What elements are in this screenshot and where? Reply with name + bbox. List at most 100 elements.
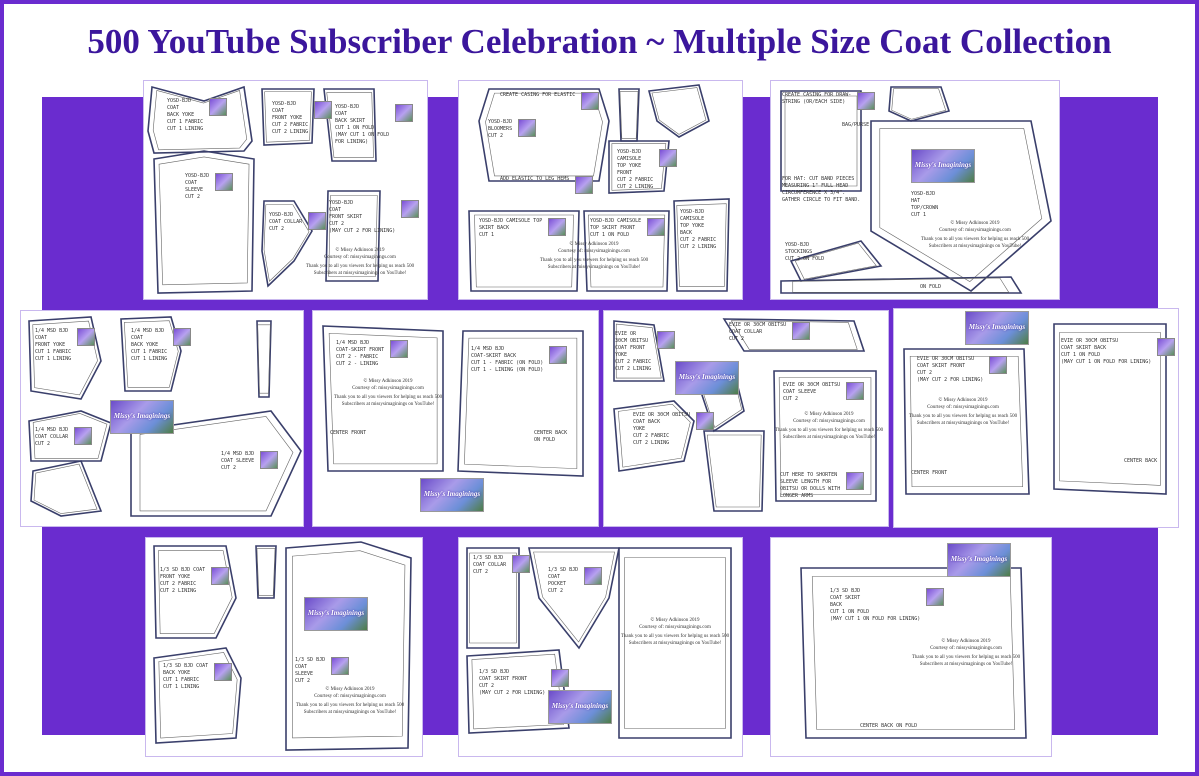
page-title: 500 YouTube Subscriber Celebration ~ Mul…: [87, 22, 1112, 61]
seam-line: [615, 323, 662, 379]
logo-thumbnail: [1157, 338, 1175, 356]
seam-line: [123, 320, 179, 388]
logo-thumbnail: [647, 218, 665, 236]
logo-text: Missy's Imaginings: [914, 161, 972, 169]
logo-thumbnail: [659, 149, 677, 167]
seam-line: [891, 88, 947, 120]
seam-line: [624, 557, 726, 729]
copyright-line1: © Missy Adkinson 2019: [569, 242, 619, 247]
logo-thumbnail: [575, 176, 593, 194]
seam-line: [879, 128, 1043, 282]
pattern-piece-outline: [780, 90, 862, 192]
logo-thumbnail: [518, 119, 536, 137]
pattern-piece-outline: [773, 370, 877, 502]
pattern-piece-outline: [153, 545, 237, 639]
copyright-line1: © Missy Adkinson 2019: [325, 687, 375, 692]
copyright-line2: Courtesy of: missysimaginings.com: [939, 227, 1011, 233]
copyright-line1: © Missy Adkinson 2019: [941, 639, 991, 644]
copyright-line2: Courtesy of: missysimaginings.com: [324, 254, 396, 260]
pattern-sheet-evie-30cm-coat-skirts: EVIE OR 30CM OBITSU COAT SKIRT FRONT CUT…: [893, 308, 1179, 528]
copyright-line3: Thank you to all you viewers for helping…: [620, 634, 730, 646]
pattern-pieces: [147, 85, 381, 294]
logo-thumbnail: [548, 218, 566, 236]
logo-thumbnail: [209, 98, 227, 116]
seam-line: [158, 652, 238, 739]
copyright-line2: Courtesy of: missysimaginings.com: [314, 693, 386, 699]
piece-label: EVIE OR 30CM OBITSU COAT SKIRT FRONT CUT…: [917, 356, 984, 383]
seam-line: [256, 548, 276, 596]
piece-label: YOSD-BJD HAT TOP/CROWN CUT 1: [911, 191, 939, 218]
seam-line: [587, 214, 666, 288]
seam-line: [676, 203, 727, 287]
pattern-piece-outline: [608, 140, 670, 194]
seam-line: [619, 91, 639, 139]
seam-line: [464, 337, 578, 469]
pattern-pieces: [322, 325, 584, 477]
pattern-piece-outline: [903, 348, 1030, 495]
pattern-piece-outline: [780, 276, 1023, 294]
seam-line: [471, 653, 565, 730]
seam-line: [263, 204, 310, 282]
seam-line: [158, 156, 250, 286]
piece-label: CENTER BACK: [1124, 458, 1158, 464]
seam-line: [730, 320, 858, 350]
pattern-piece-outline: [120, 316, 182, 392]
pattern-piece-outline: [888, 86, 951, 122]
missys-imaginings-logo: Missy's Imaginings: [965, 311, 1029, 345]
piece-label: ON FOLD: [920, 284, 942, 290]
missys-imaginings-logo: Missy's Imaginings: [420, 478, 484, 512]
pattern-piece-outline: [613, 320, 665, 382]
pattern-piece-outline: [647, 84, 710, 138]
piece-label: 1/3 SD BJD COAT FRONT YOKE CUT 2 FABRIC …: [160, 567, 206, 594]
piece-label: FOR HAT: CUT BAND PIECES MEASURING 1" FU…: [782, 176, 861, 203]
pattern-piece-outline: [325, 190, 381, 282]
piece-label: CREATE CASING FOR ELASTIC: [500, 92, 576, 98]
copyright-line3: Thank you to all you viewers for helping…: [295, 703, 405, 715]
copyright-line2: Courtesy of: missysimaginings.com: [558, 248, 630, 254]
piece-label: 1/3 SD BJD COAT BACK YOKE CUT 1 FABRIC C…: [163, 663, 209, 690]
copyright-line2: Courtesy of: missysimaginings.com: [793, 418, 865, 424]
seam-line: [328, 195, 378, 277]
piece-label: EVIE OR 30CM OBITSU COAT FRONT YOKE CUT …: [615, 331, 652, 372]
seam-line: [909, 355, 1023, 488]
pattern-sheet-yosd-bjd-hat-bag: CREATE CASING FOR DRAW- STRING (OR/EACH …: [770, 80, 1060, 300]
seam-line: [326, 92, 374, 158]
missys-imaginings-logo: Missy's Imaginings: [947, 543, 1011, 577]
piece-label: 1/3 SD BJD COAT COLLAR CUT 2: [473, 555, 507, 575]
logo-thumbnail: [792, 322, 810, 340]
piece-label: 1/4 MSD BJD COAT BACK YOKE CUT 1 FABRIC …: [131, 328, 168, 362]
pattern-piece-outline: [528, 547, 620, 650]
seam-line: [794, 242, 877, 280]
piece-label: 1/4 MSD BJD COAT COLLAR CUT 2: [35, 427, 69, 447]
copyright-line3: Thank you to all you viewers for helping…: [539, 258, 649, 270]
logo-thumbnail: [581, 92, 599, 110]
pattern-pieces: [780, 86, 1052, 294]
logo-text: Missy's Imaginings: [950, 555, 1008, 563]
logo-thumbnail: [308, 212, 326, 230]
logo-thumbnail: [314, 101, 332, 119]
logo-thumbnail: [401, 200, 419, 218]
copyright-line3: Thank you to all you viewers for helping…: [908, 414, 1018, 426]
seam-line: [784, 95, 858, 187]
copyright-line1: © Missy Adkinson 2019: [950, 221, 1000, 226]
pattern-sheet-sd-bjd-coat-skirt-back: 1/3 SD BJD COAT SKIRT BACK CUT 1 ON FOLD…: [770, 537, 1052, 757]
copyright-line2: Courtesy of: missysimaginings.com: [639, 624, 711, 630]
logo-text: Missy's Imaginings: [551, 702, 609, 710]
logo-thumbnail: [857, 92, 875, 110]
seam-line: [617, 403, 691, 468]
seam-line: [1059, 332, 1161, 486]
seam-line: [533, 551, 615, 643]
copyright-line1: © Missy Adkinson 2019: [804, 412, 854, 417]
pattern-pieces: [613, 318, 877, 512]
pattern-piece-outline: [285, 541, 412, 751]
copyright-line2: Courtesy of: missysimaginings.com: [927, 404, 999, 410]
logo-thumbnail: [846, 382, 864, 400]
pattern-piece-outline: [466, 649, 570, 734]
logo-thumbnail: [989, 356, 1007, 374]
logo-thumbnail: [549, 346, 567, 364]
